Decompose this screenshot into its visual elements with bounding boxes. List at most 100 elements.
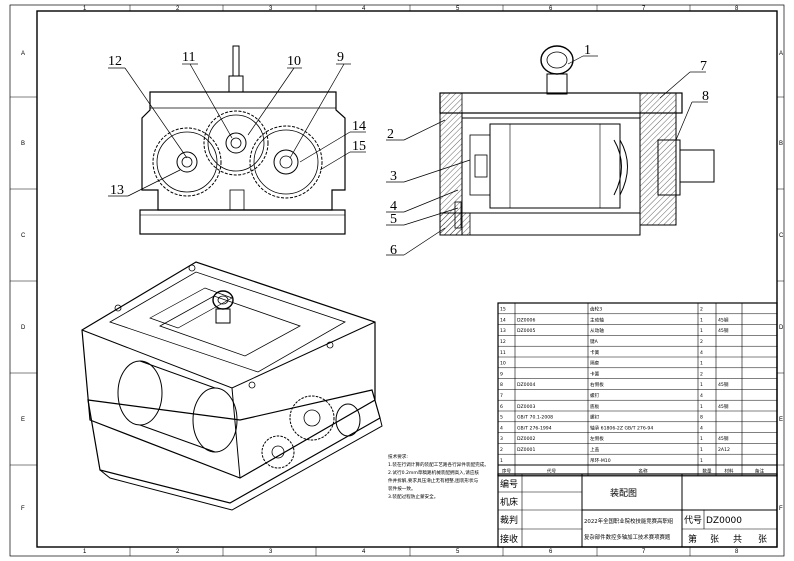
bom-cell-no: 8 bbox=[500, 382, 503, 388]
bom-cell-name: 轴承 61806-2Z GB/T 276-94 bbox=[590, 424, 653, 431]
balloon-6: 6 bbox=[390, 243, 397, 258]
bom-cell-no: 5 bbox=[500, 415, 503, 421]
bom-cell-code: DZ0006 bbox=[517, 317, 535, 323]
bom-header-cell: 名称 bbox=[638, 468, 648, 475]
note-line-2: 2.试行0.2mm草稿路机械装配拥高入,请应核 bbox=[388, 469, 479, 476]
balloon-3: 3 bbox=[390, 169, 397, 184]
gear-middle bbox=[203, 110, 269, 176]
drawing-frame bbox=[9, 4, 785, 557]
zone-col-3: 3 bbox=[269, 549, 273, 555]
bom-cell-code: GB/T 276-1994 bbox=[517, 425, 552, 431]
note-line-1: 1.装在行调计算的装配工艺路各行异件装配完成。 bbox=[388, 461, 489, 468]
bom-cell-name: 底板 bbox=[590, 403, 600, 410]
balloon-9: 9 bbox=[337, 50, 344, 65]
bom-cell-material: 45钢 bbox=[718, 435, 729, 442]
sheet-no-1: 第 bbox=[688, 533, 697, 545]
drawing-title: 装配图 bbox=[610, 487, 637, 499]
bom-header-cell: 数量 bbox=[702, 468, 712, 475]
zone-row-d: D bbox=[21, 325, 26, 331]
zone-col-8: 8 bbox=[735, 6, 739, 12]
zone-labels-right: A B C D E F bbox=[779, 51, 784, 512]
zone-col-1: 1 bbox=[83, 6, 87, 12]
technical-notes: 技术要求: 1.装在行调计算的装配工艺路各行异件装配完成。 2.试行0.2mm草… bbox=[388, 453, 489, 500]
zone-row-a: A bbox=[21, 51, 25, 57]
bom-cell-qty: 8 bbox=[700, 415, 703, 421]
note-line-3: 件并拆解,要求具压滑止无有相整,图装形状与 bbox=[388, 477, 479, 484]
zone-row-e: E bbox=[779, 417, 783, 423]
zone-col-1: 1 bbox=[83, 549, 87, 555]
balloon-11: 11 bbox=[182, 50, 195, 65]
notes-title: 技术要求: bbox=[388, 453, 408, 460]
bom-cell-qty: 2 bbox=[700, 339, 703, 345]
bom-cell-qty: 1 bbox=[700, 447, 703, 453]
bom-cell-no: 14 bbox=[500, 317, 506, 323]
bom-cell-no: 1 bbox=[500, 458, 503, 464]
balloon-13: 13 bbox=[110, 183, 124, 198]
bom-cell-name: 螺钉 bbox=[590, 414, 600, 421]
balloon-1: 1 bbox=[584, 43, 591, 58]
zone-col-7: 7 bbox=[642, 6, 646, 12]
bom-header-cell: 备注 bbox=[755, 468, 765, 475]
side-section-view: 1 7 8 2 3 4 5 6 bbox=[386, 43, 715, 258]
note-line-4: 装件按一致。 bbox=[388, 485, 416, 492]
zone-col-7: 7 bbox=[642, 549, 646, 555]
zone-col-5: 5 bbox=[456, 549, 460, 555]
bom-header-cell: 代号 bbox=[547, 468, 557, 475]
bom-cell-no: 13 bbox=[500, 328, 506, 334]
bom-cell-code: GB/T 70.1-2008 bbox=[517, 415, 553, 421]
code-value: DZ0000 bbox=[706, 516, 742, 526]
bom-cell-no: 6 bbox=[500, 404, 503, 410]
balloon-10: 10 bbox=[287, 54, 301, 69]
contest-line-2: 复杂部件数控多轴加工技术赛项赛题 bbox=[584, 533, 671, 541]
zone-row-b: B bbox=[779, 141, 783, 147]
zone-col-8: 8 bbox=[735, 549, 739, 555]
bom-cell-qty: 4 bbox=[700, 425, 703, 431]
tb-label-machine: 机床 bbox=[500, 496, 518, 508]
bom-cell-code: DZ0001 bbox=[517, 447, 535, 453]
bom-cell-material: 45钢 bbox=[718, 327, 729, 334]
bom-cell-name: 螺钉 bbox=[590, 392, 600, 399]
bom-cell-qty: 1 bbox=[700, 382, 703, 388]
zone-labels-bottom: 1 2 3 4 5 6 7 8 bbox=[83, 549, 739, 555]
bom-cell-name: 从动轴 bbox=[590, 327, 604, 334]
bom-cell-qty: 1 bbox=[700, 404, 703, 410]
zone-labels-top: 1 2 3 4 5 6 7 8 bbox=[83, 6, 739, 12]
bom-cell-name: 隔套 bbox=[590, 360, 600, 367]
zone-col-3: 3 bbox=[269, 6, 273, 12]
bom-cell-qty: 1 bbox=[700, 436, 703, 442]
bom-cell-name: 上盖 bbox=[590, 446, 600, 453]
zone-row-b: B bbox=[21, 141, 25, 147]
bom-cell-no: 4 bbox=[500, 425, 503, 431]
tb-label-referee: 裁判 bbox=[500, 514, 518, 526]
zone-col-4: 4 bbox=[362, 549, 366, 555]
balloon-4: 4 bbox=[390, 199, 397, 214]
gear-left bbox=[152, 127, 222, 197]
balloon-8: 8 bbox=[702, 89, 709, 104]
balloon-2: 2 bbox=[387, 127, 394, 142]
balloon-14: 14 bbox=[352, 119, 366, 134]
balloon-7: 7 bbox=[700, 59, 707, 74]
bom-header-cell: 序号 bbox=[502, 468, 512, 475]
zone-row-f: F bbox=[779, 506, 783, 512]
zone-row-a: A bbox=[779, 51, 783, 57]
bom-cell-material: 2A12 bbox=[718, 447, 730, 453]
bom-cell-no: 15 bbox=[500, 307, 506, 313]
zone-row-d: D bbox=[779, 325, 784, 331]
bom-cell-name: 吊环-M10 bbox=[590, 458, 611, 464]
bom-cell-name: 左侧板 bbox=[590, 435, 604, 442]
isometric-view bbox=[81, 261, 383, 511]
code-label: 代号 bbox=[684, 515, 702, 526]
bom-cell-no: 3 bbox=[500, 436, 503, 442]
zone-row-e: E bbox=[21, 417, 25, 423]
bom-cell-qty: 4 bbox=[700, 393, 703, 399]
zone-col-4: 4 bbox=[362, 6, 366, 12]
bom-cell-code: DZ0004 bbox=[517, 382, 535, 388]
bom-cell-no: 10 bbox=[500, 361, 506, 367]
sheet-no-3: 共 bbox=[733, 534, 742, 545]
zone-row-c: C bbox=[779, 233, 784, 239]
bom-cell-material: 45钢 bbox=[718, 316, 729, 323]
zone-row-f: F bbox=[21, 506, 25, 512]
zone-col-6: 6 bbox=[549, 6, 553, 12]
tb-label-number: 编号 bbox=[500, 478, 518, 490]
